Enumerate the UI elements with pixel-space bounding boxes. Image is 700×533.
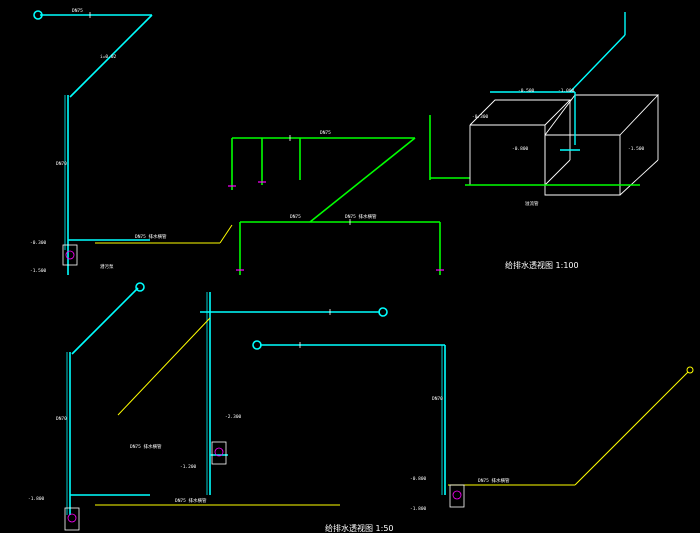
fittings-magenta xyxy=(228,181,444,271)
title-top: 给排水透视图 1:100 xyxy=(505,260,579,270)
level-9: -2.300 xyxy=(225,414,242,420)
pump-bottom-left xyxy=(64,441,227,531)
pipe-ticks xyxy=(89,12,351,348)
level-10: -1.200 xyxy=(180,464,197,470)
green-pipe-system-top xyxy=(231,115,470,275)
level-6: -0.300 xyxy=(472,114,489,120)
level-5: -1.000 xyxy=(558,88,575,94)
drain-diagonal-a xyxy=(219,224,233,244)
label-slope-a: i=0.02 xyxy=(100,54,117,60)
label-drain-c: DN75 排水横管 xyxy=(130,443,162,450)
label-dn75-mid1: DN75 xyxy=(320,130,331,136)
label-dn75-a: DN75 xyxy=(72,8,83,14)
level-1: -0.300 xyxy=(30,240,47,246)
title-bottom: 给排水透视图 1:50 xyxy=(325,523,394,533)
pipe-diagonal-a xyxy=(69,14,153,98)
level-11: -0.800 xyxy=(410,476,427,482)
label-drain-d: DN75 排水横管 xyxy=(175,497,207,504)
label-drain-e: DN75 排水横管 xyxy=(478,477,510,484)
pump-bottom-right xyxy=(449,484,465,508)
level-4: -0.500 xyxy=(518,88,535,94)
level-12: -1.800 xyxy=(410,506,427,512)
level-3: -1.800 xyxy=(28,496,45,502)
pump-top-left xyxy=(62,244,78,266)
pump-note: 潜污泵 xyxy=(100,263,114,270)
level-7: -0.800 xyxy=(512,146,529,152)
label-drain-b: DN75 排水横管 xyxy=(345,213,377,220)
riser-system-top-left xyxy=(33,10,233,275)
riser-system-bottom-left xyxy=(66,282,388,515)
label-drain-a: DN75 排水横管 xyxy=(135,233,167,240)
riser-system-bottom-right xyxy=(252,340,694,495)
label-dn75-mid2: DN75 xyxy=(290,214,301,220)
level-8: -1.500 xyxy=(628,146,645,152)
annotations: DN75 i=0.02 DN70 DN75 DN75 DN75 排水横管 DN7… xyxy=(28,8,645,533)
pipe-end-cap-icon xyxy=(33,10,43,20)
label-dn70-a: DN70 xyxy=(56,161,67,167)
tank-note: 溢流管 xyxy=(525,200,539,207)
label-dn70-b: DN70 xyxy=(56,416,67,422)
level-2: -1.500 xyxy=(30,268,47,274)
tank-pipes xyxy=(465,12,640,186)
label-dn70-c: DN70 xyxy=(432,396,443,402)
green-diagonal xyxy=(309,137,416,223)
